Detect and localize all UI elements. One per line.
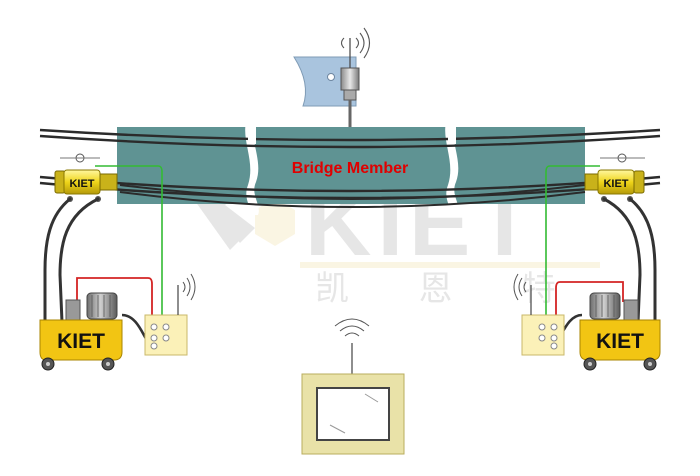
- tendon-break-gaps: [248, 126, 456, 144]
- mount-bolt: [327, 73, 335, 81]
- monitor-screen: [316, 387, 390, 441]
- right-controller: [513, 273, 565, 356]
- watermark-bar: [300, 262, 600, 268]
- bridge-member-label: Bridge Member: [292, 160, 408, 177]
- right-jack-ram: [584, 173, 600, 191]
- right-power-wire: [555, 281, 624, 318]
- left-pump-brand: KIET: [57, 330, 105, 353]
- watermark-chinese-text: 凯 恩 特: [315, 270, 586, 308]
- right-signal-wire: [545, 165, 600, 318]
- tendon-upper-2: [39, 134, 661, 149]
- left-signal-wire: [95, 165, 163, 320]
- right-jack-cap: [633, 170, 645, 194]
- motor-icon: [589, 292, 621, 320]
- left-jack: KIET: [54, 153, 118, 202]
- watermark-hexagon: [255, 198, 295, 246]
- left-pump-body: [39, 319, 123, 361]
- tendon-upper-1: [39, 128, 661, 142]
- wifi-signal-icon: [340, 27, 371, 59]
- left-jack-brand: KIET: [69, 178, 94, 190]
- right-pump-brand: KIET: [596, 330, 644, 353]
- tendon-low-1: [119, 184, 586, 200]
- right-pump-tank: [623, 299, 639, 321]
- right-jack: KIET: [584, 153, 645, 202]
- tendon-mid-1: [39, 175, 661, 193]
- left-pump-tank: [65, 299, 81, 321]
- right-jack-brand: KIET: [603, 178, 628, 190]
- tendon-mid-2: [39, 181, 661, 200]
- motor-icon: [86, 292, 118, 320]
- left-power-wire: [76, 277, 153, 320]
- left-hoses: [43, 197, 100, 324]
- right-pump-unit: KIET: [579, 292, 661, 371]
- left-pump-unit: KIET: [39, 292, 123, 371]
- displacement-sensor: [340, 67, 360, 91]
- wifi-signal-icon: [182, 273, 196, 301]
- wifi-signal-icon: [513, 273, 527, 301]
- right-hoses: [602, 197, 657, 324]
- top-sensor-assembly: [293, 27, 371, 127]
- sensor-collar: [343, 89, 357, 101]
- control-monitor: [301, 318, 405, 455]
- left-controller: [144, 273, 196, 356]
- tendon-low-2: [119, 191, 586, 208]
- wifi-signal-icon: [334, 318, 370, 337]
- left-jack-ram: [99, 173, 118, 191]
- tendons: [39, 128, 661, 208]
